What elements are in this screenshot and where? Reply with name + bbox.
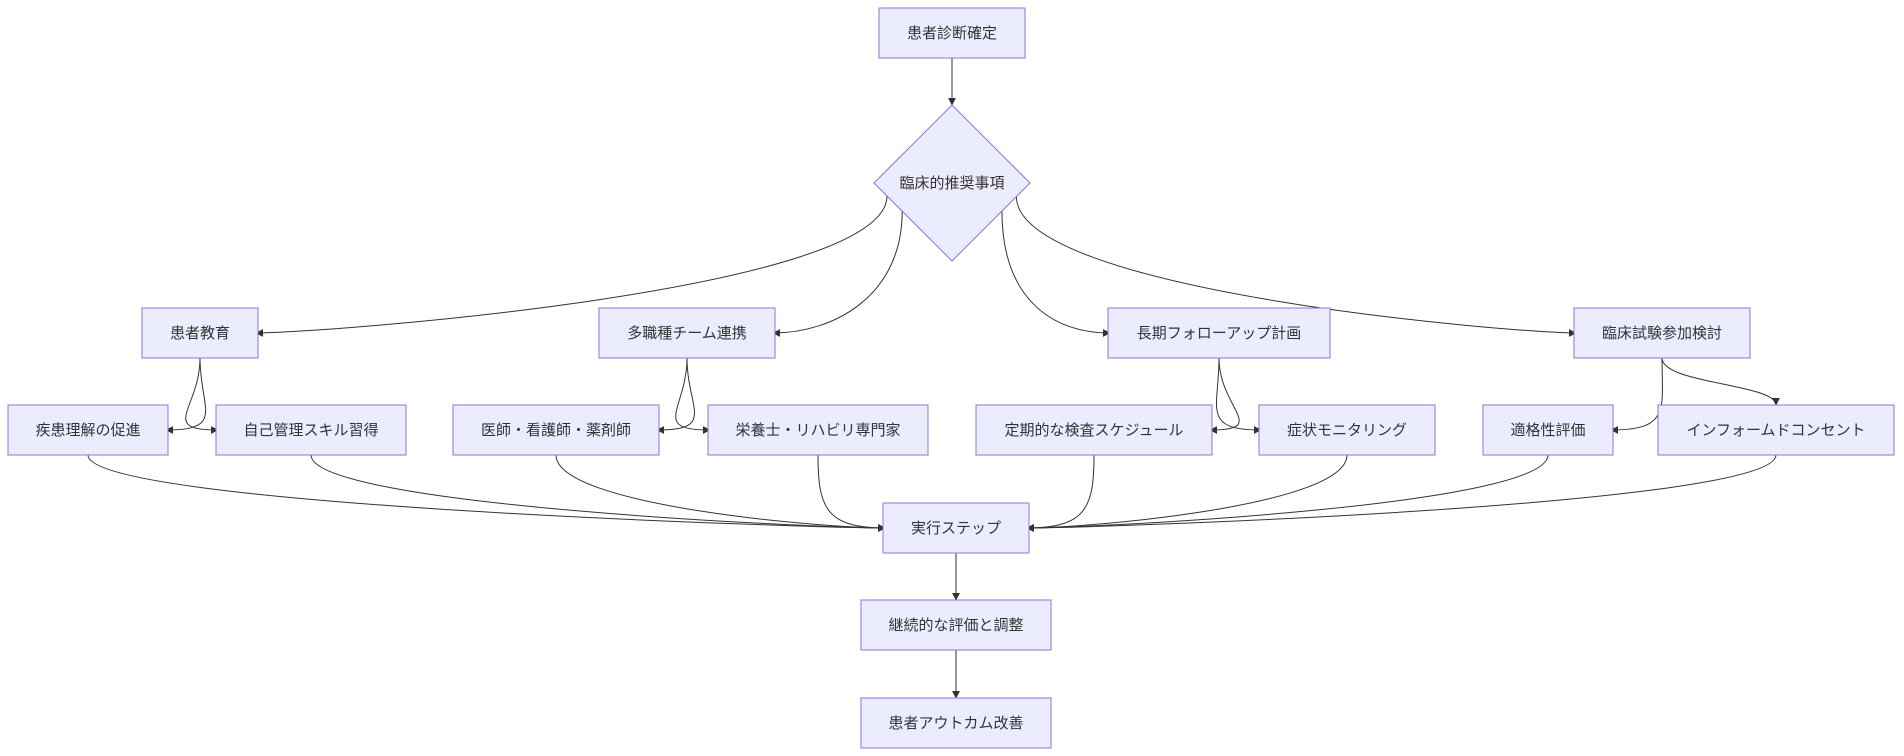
node-nutrition: 栄養士・リハビリ専門家 [707, 404, 929, 456]
edge-followup-to-schedule [1209, 357, 1240, 434]
node-understanding-label: 疾患理解の促進 [35, 421, 140, 439]
edge-team-to-doctors [656, 357, 695, 434]
edge-education-to-understanding [165, 357, 207, 434]
node-eligibility: 適格性評価 [1482, 404, 1614, 456]
edge-recommend-to-education [255, 195, 888, 337]
node-followup-label: 長期フォローアップ計画 [1137, 324, 1301, 342]
node-doctors-box [452, 404, 660, 456]
node-team-box [598, 307, 776, 359]
node-doctors: 医師・看護師・薬剤師 [452, 404, 660, 456]
node-schedule-label: 定期的な検査スケジュール [1005, 421, 1184, 439]
node-evaluation-label: 継続的な評価と調整 [888, 616, 1023, 634]
node-steps-box [882, 502, 1030, 554]
node-education: 患者教育 [141, 307, 259, 359]
edge-eligibility-to-steps [1026, 454, 1549, 532]
node-diagnosis: 患者診断確定 [878, 7, 1026, 59]
edge-recommend-to-followup [1001, 211, 1111, 337]
node-nutrition-label: 栄養士・リハビリ専門家 [735, 421, 900, 439]
node-nutrition-box [707, 404, 929, 456]
node-team: 多職種チーム連携 [598, 307, 776, 359]
node-doctors-label: 医師・看護師・薬剤師 [481, 421, 631, 439]
edge-trial-to-consent [1661, 357, 1780, 406]
node-consent: インフォームドコンセント [1657, 404, 1895, 456]
node-trial-box [1573, 307, 1751, 359]
node-followup: 長期フォローアップ計画 [1107, 307, 1331, 359]
node-selfmgmt: 自己管理スキル習得 [215, 404, 407, 456]
node-evaluation: 継続的な評価と調整 [860, 599, 1052, 651]
node-monitoring: 症状モニタリング [1258, 404, 1436, 456]
node-schedule-box [975, 404, 1213, 456]
node-diagnosis-box [878, 7, 1026, 59]
node-eligibility-box [1482, 404, 1614, 456]
edge-monitoring-to-steps [1026, 454, 1348, 532]
node-monitoring-box [1258, 404, 1436, 456]
node-consent-label: インフォームドコンセント [1686, 421, 1865, 439]
edge-followup-to-monitoring [1216, 357, 1262, 434]
edge-team-to-nutrition [675, 357, 711, 434]
edge-doctors-to-steps [555, 454, 886, 532]
node-outcome: 患者アウトカム改善 [860, 697, 1052, 749]
node-schedule: 定期的な検査スケジュール [975, 404, 1213, 456]
node-understanding-box [7, 404, 169, 456]
node-trial-label: 臨床試験参加検討 [1602, 324, 1722, 342]
node-steps: 実行ステップ [882, 502, 1030, 554]
edge-consent-to-steps [1026, 454, 1777, 532]
edge-schedule-to-steps [1026, 454, 1095, 532]
edge-layer [87, 58, 1780, 699]
node-education-box [141, 307, 259, 359]
node-followup-box [1107, 307, 1331, 359]
node-understanding: 疾患理解の促進 [7, 404, 169, 456]
edge-recommend-to-trial [1015, 196, 1577, 337]
node-selfmgmt-label: 自己管理スキル習得 [243, 421, 378, 439]
edge-nutrition-to-steps [817, 454, 886, 532]
node-monitoring-label: 症状モニタリング [1287, 421, 1407, 439]
edge-selfmgmt-to-steps [310, 454, 886, 532]
node-team-label: 多職種チーム連携 [627, 324, 747, 342]
edge-understanding-to-steps [87, 454, 886, 532]
node-steps-label: 実行ステップ [911, 519, 1001, 537]
node-trial: 臨床試験参加検討 [1573, 307, 1751, 359]
node-education-label: 患者教育 [170, 324, 230, 342]
node-consent-box [1657, 404, 1895, 456]
edge-trial-to-eligibility [1610, 357, 1663, 434]
node-outcome-label: 患者アウトカム改善 [888, 714, 1023, 732]
node-recommend: 臨床的推奨事項 [873, 104, 1031, 262]
node-diagnosis-label: 患者診断確定 [907, 24, 997, 42]
node-recommend-diamond [873, 104, 1031, 262]
node-recommend-label: 臨床的推奨事項 [899, 174, 1004, 192]
node-evaluation-box [860, 599, 1052, 651]
edge-recommend-to-team [772, 211, 903, 337]
edge-education-to-selfmgmt [185, 357, 219, 434]
node-outcome-box [860, 697, 1052, 749]
node-selfmgmt-box [215, 404, 407, 456]
node-eligibility-label: 適格性評価 [1510, 421, 1585, 439]
